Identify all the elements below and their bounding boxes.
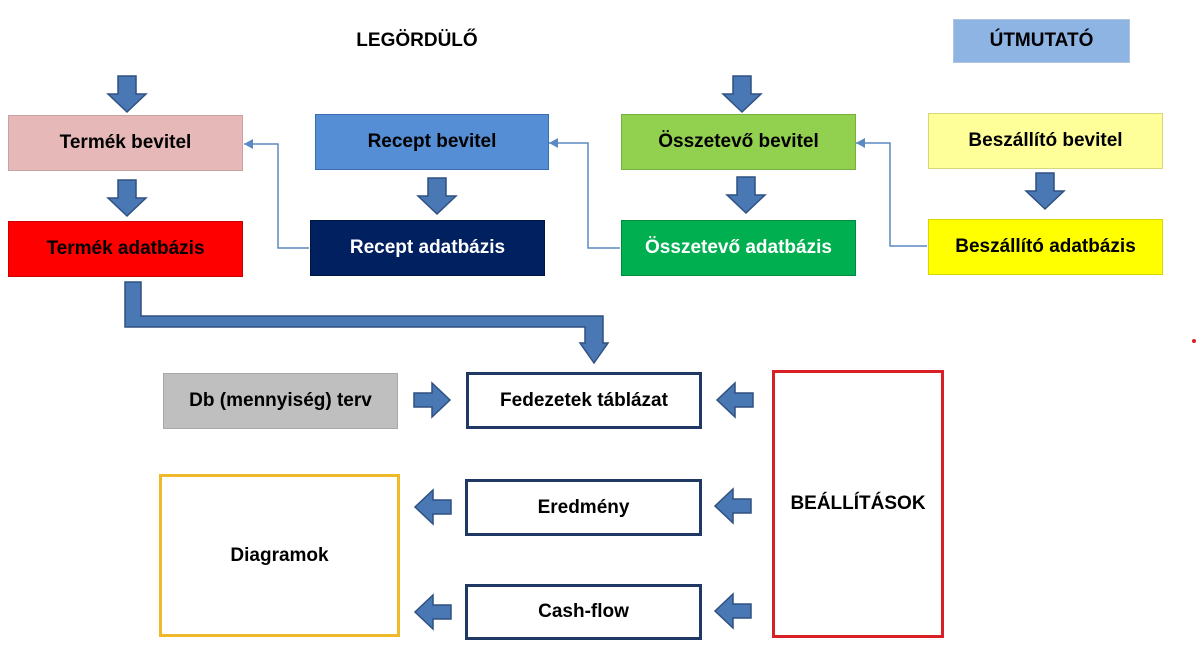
connector-osszetevo-db-to-recept-bevitel	[549, 142, 620, 249]
arrow-left-eredmeny-to-diagramok	[413, 488, 452, 526]
arrow-down-legordulo-osszetevo	[721, 75, 763, 114]
legordulo-label: LEGÖRDÜLŐ	[356, 29, 478, 51]
osszetevo-adatbazis-label: Összetevő adatbázis	[645, 237, 832, 258]
beszallito-bevitel-button[interactable]: Beszállító bevitel	[928, 113, 1163, 169]
termek-bevitel-label: Termék bevitel	[59, 132, 192, 153]
arrow-down-beszallito	[1024, 172, 1066, 211]
arrow-down-osszetevo	[725, 176, 767, 215]
recept-bevitel-button[interactable]: Recept bevitel	[315, 114, 549, 170]
db-terv-label: Db (mennyiség) terv	[189, 390, 372, 411]
osszetevo-bevitel-button[interactable]: Összetevő bevitel	[621, 114, 856, 170]
termek-adatbazis-button[interactable]: Termék adatbázis	[8, 221, 243, 277]
recept-bevitel-label: Recept bevitel	[367, 131, 497, 152]
termek-bevitel-button[interactable]: Termék bevitel	[8, 115, 243, 171]
osszetevo-adatbazis-button[interactable]: Összetevő adatbázis	[621, 220, 856, 276]
utmutato-label: ÚTMUTATÓ	[989, 30, 1094, 51]
arrow-down-termek	[106, 179, 148, 218]
arrow-down-recept	[416, 177, 458, 216]
beallitasok-button[interactable]: BEÁLLÍTÁSOK	[772, 370, 944, 638]
legordulo-button[interactable]: LEGÖRDÜLŐ	[8, 12, 826, 69]
db-terv-button[interactable]: Db (mennyiség) terv	[163, 373, 398, 429]
connector-recept-db-to-termek-bevitel	[244, 143, 309, 249]
connector-recept-db-to-termek-bevitel-head	[244, 139, 253, 149]
termek-adatbazis-label: Termék adatbázis	[46, 238, 205, 259]
utmutato-button[interactable]: ÚTMUTATÓ	[953, 19, 1130, 63]
cash-flow-button[interactable]: Cash-flow	[465, 584, 702, 640]
beallitasok-label: BEÁLLÍTÁSOK	[790, 493, 926, 514]
cash-flow-label: Cash-flow	[538, 601, 629, 622]
beszallito-adatbazis-label: Beszállító adatbázis	[955, 236, 1136, 257]
arrow-left-beallitasok-to-eredmeny	[713, 487, 752, 525]
diagramok-button[interactable]: Diagramok	[159, 474, 400, 637]
arrow-right-db-terv-to-fedezetek	[413, 381, 452, 419]
connector-beszallito-db-to-osszetevo-bevitel-head	[856, 138, 865, 148]
osszetevo-bevitel-label: Összetevő bevitel	[658, 131, 819, 152]
arrow-left-beallitasok-to-cashflow	[713, 592, 752, 630]
connector-beszallito-db-to-osszetevo-bevitel	[856, 142, 927, 247]
fedezetek-tablazat-button[interactable]: Fedezetek táblázat	[466, 372, 702, 429]
red-dot-marker	[1192, 339, 1196, 343]
diagramok-label: Diagramok	[230, 544, 329, 566]
arrow-termek-db-to-fedezetek	[124, 281, 610, 365]
beszallito-adatbazis-button[interactable]: Beszállító adatbázis	[928, 219, 1163, 275]
arrow-left-beallitasok-to-fedezetek	[715, 381, 754, 419]
fedezetek-tablazat-label: Fedezetek táblázat	[500, 389, 668, 411]
eredmeny-label: Eredmény	[537, 496, 630, 518]
arrow-left-cashflow-to-diagramok	[413, 593, 452, 631]
connector-osszetevo-db-to-recept-bevitel-head	[549, 138, 558, 148]
recept-adatbazis-label: Recept adatbázis	[349, 237, 506, 258]
arrow-down-legordulo-termek	[106, 75, 148, 114]
eredmeny-button[interactable]: Eredmény	[465, 479, 702, 536]
recept-adatbazis-button[interactable]: Recept adatbázis	[310, 220, 545, 276]
beszallito-bevitel-label: Beszállító bevitel	[968, 130, 1123, 151]
